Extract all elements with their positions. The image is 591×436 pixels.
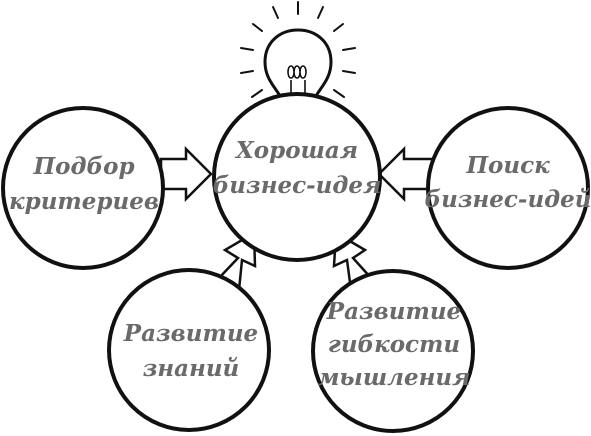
node-bottom-left: Развитие знаний bbox=[107, 268, 271, 432]
bulb-ray bbox=[333, 89, 345, 98]
node-center: Хорошая бизнес-идея bbox=[212, 92, 382, 262]
node-right: Поиск бизнес-идей bbox=[424, 106, 591, 270]
bottom-right-circle bbox=[311, 269, 475, 433]
bulb-rays bbox=[240, 1, 356, 98]
bottom-right-label-line-3: мышления bbox=[318, 364, 471, 391]
left-circle bbox=[1, 106, 165, 270]
bulb-ray bbox=[252, 23, 263, 32]
center-label-line-2: бизнес-идея bbox=[213, 172, 382, 199]
bulb-ray bbox=[272, 6, 279, 19]
arrow-from-left bbox=[159, 145, 213, 203]
bulb-glass bbox=[263, 28, 333, 108]
left-label-line-1: Подбор bbox=[32, 153, 134, 180]
node-left: Подбор критериев bbox=[1, 106, 165, 270]
bulb-ray bbox=[317, 6, 324, 19]
bottom-right-label-line-1: Развитие bbox=[326, 298, 461, 325]
bulb-ray bbox=[333, 23, 344, 32]
bottom-right-label-line-2: гибкости bbox=[328, 331, 460, 358]
bulb-ray bbox=[342, 47, 356, 51]
right-label-line-2: бизнес-идей bbox=[424, 186, 591, 213]
bulb-ray bbox=[240, 47, 254, 51]
left-label-line-2: критериев bbox=[9, 188, 159, 215]
node-bottom-right: Развитие гибкости мышления bbox=[311, 269, 475, 433]
bulb-ray bbox=[251, 89, 263, 98]
center-label-line-1: Хорошая bbox=[234, 137, 358, 164]
bottom-left-label-line-1: Развитие bbox=[123, 320, 258, 347]
center-circle bbox=[212, 92, 382, 262]
right-label-line-1: Поиск bbox=[465, 152, 550, 179]
bottom-left-label-line-2: знаний bbox=[143, 355, 240, 382]
bulb-ray bbox=[342, 70, 356, 74]
bulb-ray bbox=[240, 70, 254, 74]
bottom-left-circle bbox=[107, 268, 271, 432]
right-circle bbox=[426, 106, 590, 270]
